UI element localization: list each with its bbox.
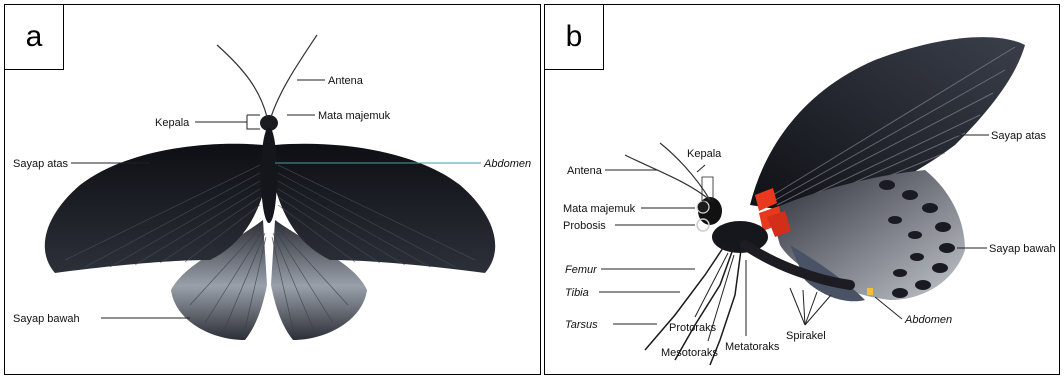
label-abdomen: Abdomen — [483, 158, 531, 170]
label-tibia: Tibia — [565, 287, 589, 299]
label-mata-majemuk: Mata majemuk — [563, 203, 636, 215]
label-kepala: Kepala — [687, 148, 722, 160]
panel-a: a — [4, 4, 541, 375]
label-spirakel: Spirakel — [786, 330, 826, 342]
label-sayap-atas: Sayap atas — [13, 158, 69, 170]
label-probosis: Probosis — [563, 220, 606, 232]
label-mata-majemuk: Mata majemuk — [318, 110, 391, 122]
label-metatoraks: Metatoraks — [725, 341, 780, 353]
panel-a-letter: a — [5, 5, 64, 70]
label-sayap-atas: Sayap atas — [991, 130, 1047, 142]
label-sayap-bawah: Sayap bawah — [989, 243, 1056, 255]
dorsal-butterfly-diagram: Antena Kepala Mata majemuk Sayap atas Ab… — [5, 5, 541, 375]
panel-b-letter: b — [545, 5, 604, 70]
label-tarsus: Tarsus — [565, 319, 598, 331]
label-sayap-bawah: Sayap bawah — [13, 313, 80, 325]
label-kepala: Kepala — [155, 117, 190, 129]
panel-b: b — [544, 4, 1060, 375]
label-antena: Antena — [567, 165, 603, 177]
label-abdomen: Abdomen — [904, 314, 952, 326]
label-mesotoraks: Mesotoraks — [661, 347, 718, 359]
label-antena: Antena — [328, 75, 364, 87]
label-femur: Femur — [565, 264, 598, 276]
lateral-butterfly-diagram: Kepala Antena Mata majemuk Probosis Femu… — [545, 5, 1060, 375]
label-protoraks: Protoraks — [669, 322, 717, 334]
